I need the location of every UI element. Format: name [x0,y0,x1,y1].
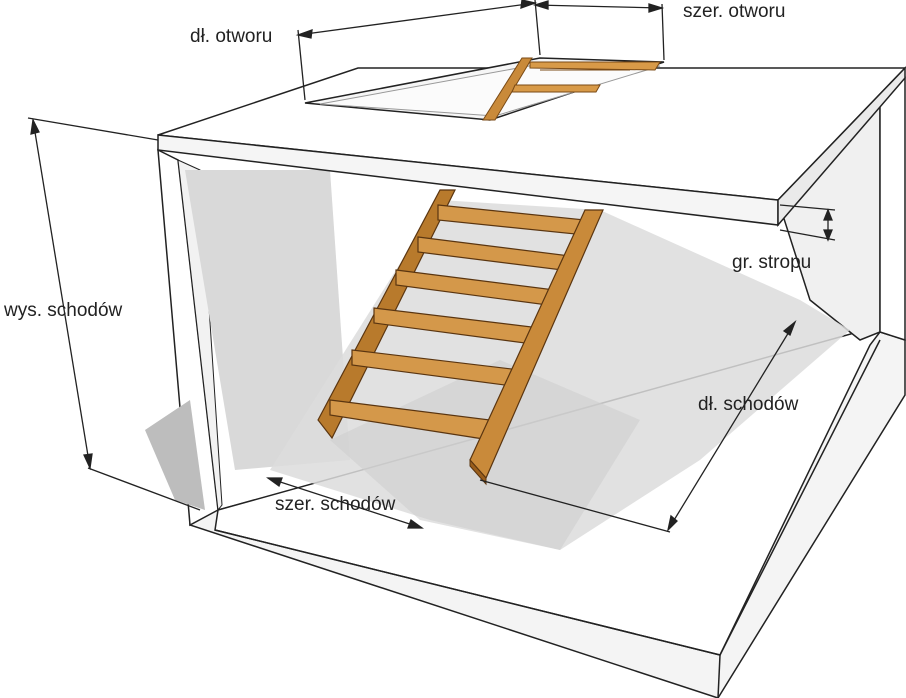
left-wall [157,148,223,527]
label-opening-width: szer. otworu [683,1,785,22]
label-stairs-length: dł. schodów [698,394,799,415]
label-stairs-width: szer. schodów [275,494,396,515]
label-stairs-height: wys. schodów [3,300,123,321]
label-opening-length: dł. otworu [190,26,272,47]
dimension-labels: dł. otworu szer. otworu wys. schodów gr.… [3,1,811,515]
dimension-lines [27,0,836,533]
staircase [317,189,604,486]
label-slab-thickness: gr. stropu [732,252,811,273]
ceiling-opening [304,57,665,121]
